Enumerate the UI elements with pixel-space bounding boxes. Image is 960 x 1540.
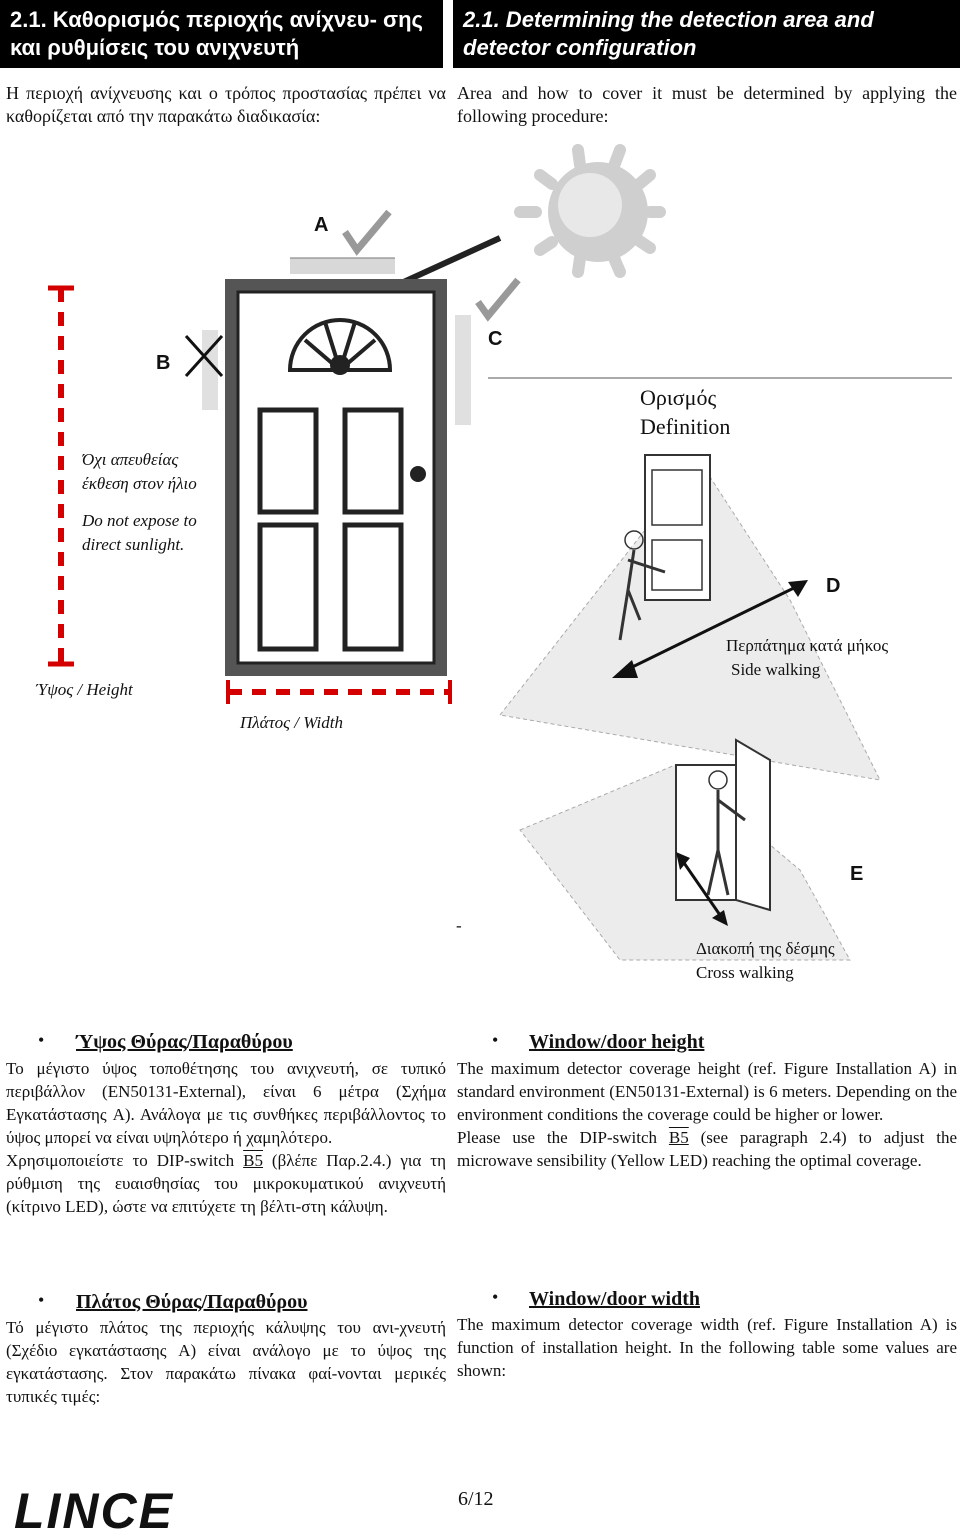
english-section-title: 2.1. Determining the detection area and … [453, 0, 960, 68]
dash-mark: - [456, 916, 462, 935]
height-english-body: The maximum detector coverage height (re… [457, 1059, 957, 1170]
bullet-icon: • [492, 1030, 499, 1050]
label-b: B [156, 352, 171, 374]
bullet-icon: • [38, 1290, 45, 1310]
cross-walking-illustration [519, 738, 851, 961]
page-number: 6/12 [458, 1488, 494, 1510]
side-walking-greek: Περπάτημα κατά μήκος [726, 636, 889, 655]
width-greek-body: Τό μέγιστο πλάτος της περιοχής κάλυψης τ… [6, 1318, 446, 1406]
label-d: D [826, 575, 841, 597]
dip-switch-ref: B5 [668, 1128, 689, 1147]
width-english-title: Window/door width [529, 1288, 700, 1310]
sun-icon [514, 144, 666, 278]
width-greek-title: Πλάτος Θύρας/Παραθύρου [76, 1291, 308, 1313]
label-c: C [488, 328, 503, 350]
definition-greek: Ορισμός [640, 385, 717, 410]
height-english-title: Window/door height [529, 1031, 705, 1053]
side-walking-illustration [499, 454, 881, 781]
label-a: A [314, 214, 329, 236]
width-english-body: The maximum detector coverage width (ref… [457, 1315, 957, 1380]
no-sun-greek: Όχι απευθείας έκθεση στον ήλιο [82, 450, 197, 493]
cross-walking-greek: Διακοπή της δέσμης [696, 939, 835, 958]
installation-figure [48, 144, 952, 961]
dip-switch-ref: B5 [243, 1151, 263, 1170]
label-e: E [850, 863, 864, 885]
height-label: Ύψος / Height [36, 680, 133, 699]
definition-english: Definition [640, 414, 731, 439]
side-walking-english: Side walking [731, 660, 821, 679]
greek-intro: Η περιοχή ανίχνευσης και ο τρόπος προστα… [6, 83, 446, 126]
greek-section-title: 2.1. Καθορισμός περιοχής ανίχνευ- σης κα… [0, 0, 443, 68]
width-label: Πλάτος / Width [240, 713, 343, 732]
bullet-icon: • [38, 1030, 45, 1050]
door-illustration [225, 279, 447, 676]
english-intro: Area and how to cover it must be determi… [457, 83, 957, 126]
bullet-icon: • [492, 1287, 499, 1307]
no-sun-english: Do not expose to direct sunlight. [82, 511, 197, 554]
height-greek-body: Το μέγιστο ύψος τοποθέτησης του ανιχνευτ… [6, 1059, 446, 1216]
lince-logo: LINCE [14, 1483, 174, 1539]
height-greek-title: Ύψος Θύρας/Παραθύρου [76, 1031, 293, 1053]
cross-walking-english: Cross walking [696, 963, 794, 982]
